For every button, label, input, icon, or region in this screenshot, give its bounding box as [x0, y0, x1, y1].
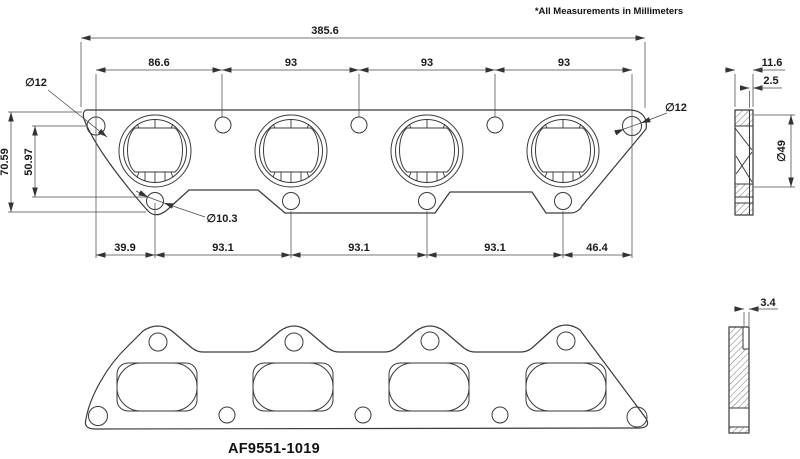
lower-small-hole-1 [218, 406, 236, 424]
top-gasket-face-view [82, 109, 647, 216]
exhaust-port-4 [526, 114, 600, 188]
dim-side-thickness: 11.6 [762, 57, 783, 69]
lower-dia-leader [163, 202, 206, 218]
part-number: AF9551-1019 [228, 441, 320, 457]
peak-bolt-hole-3 [420, 331, 440, 351]
dim-upper-pitch-2: 93 [285, 57, 297, 69]
peak-bolt-hole-1 [148, 332, 168, 352]
label-lower-hole-dia: ∅10.3 [207, 213, 238, 225]
lower-small-hole-2 [354, 406, 372, 424]
measurement-note: *All Measurements in Millimeters [535, 6, 683, 17]
right-dia-leader [640, 112, 668, 124]
lower-port-1 [116, 362, 198, 412]
lower-bolt-hole-2 [282, 192, 300, 210]
top-view-dimensions [8, 35, 668, 258]
lower-gasket-outline [84, 324, 649, 430]
upper-side-body [734, 109, 754, 216]
lower-side-body [728, 326, 750, 434]
lower-bolt-hole-4 [554, 192, 572, 210]
upper-bolt-hole-1 [214, 116, 232, 134]
lower-side-view [728, 306, 778, 434]
exhaust-port-1 [118, 114, 192, 188]
label-left-hole-dia: ∅12 [25, 77, 47, 89]
upper-bolt-hole-2 [350, 116, 368, 134]
dim-layer-thickness: 2.5 [763, 75, 778, 87]
dim-lower-pitch-4: 93.1 [484, 242, 505, 254]
dim-step-thickness: 3.4 [760, 297, 776, 309]
dim-overall-height: 70.59 [0, 148, 11, 176]
dim-lower-pitch-5: 46.4 [586, 242, 608, 254]
lower-gasket-face-view [84, 324, 649, 430]
dim-lower-pitch-1: 39.9 [114, 242, 135, 254]
lower-bolt-hole-3 [418, 192, 436, 210]
lower-right-corner-hole [626, 406, 648, 428]
upper-bolt-hole-3 [486, 116, 504, 134]
dim-port-dia: ∅49 [776, 140, 788, 162]
dim-overall-width: 385.6 [311, 25, 339, 37]
lower-small-hole-3 [491, 406, 509, 424]
upper-side-view [725, 67, 795, 216]
exhaust-port-2 [254, 114, 328, 188]
left-dia-leader [47, 89, 108, 138]
lower-port-2 [252, 362, 334, 412]
dim-upper-pitch-4: 93 [558, 57, 570, 69]
dim-lower-pitch-2: 93.1 [212, 242, 233, 254]
dim-upper-pitch-1: 86.6 [148, 57, 169, 69]
lower-port-3 [388, 362, 470, 412]
peak-bolt-hole-4 [556, 331, 576, 351]
label-right-hole-dia: ∅12 [665, 102, 687, 114]
lower-left-corner-hole [88, 406, 108, 426]
top-gasket-outline [82, 109, 647, 216]
dim-lower-hole-drop: 50.97 [23, 148, 35, 176]
dim-upper-pitch-3: 93 [421, 57, 433, 69]
dim-lower-pitch-3: 93.1 [348, 242, 369, 254]
lower-port-4 [525, 362, 607, 412]
peak-bolt-hole-2 [284, 332, 304, 352]
exhaust-port-3 [390, 114, 464, 188]
